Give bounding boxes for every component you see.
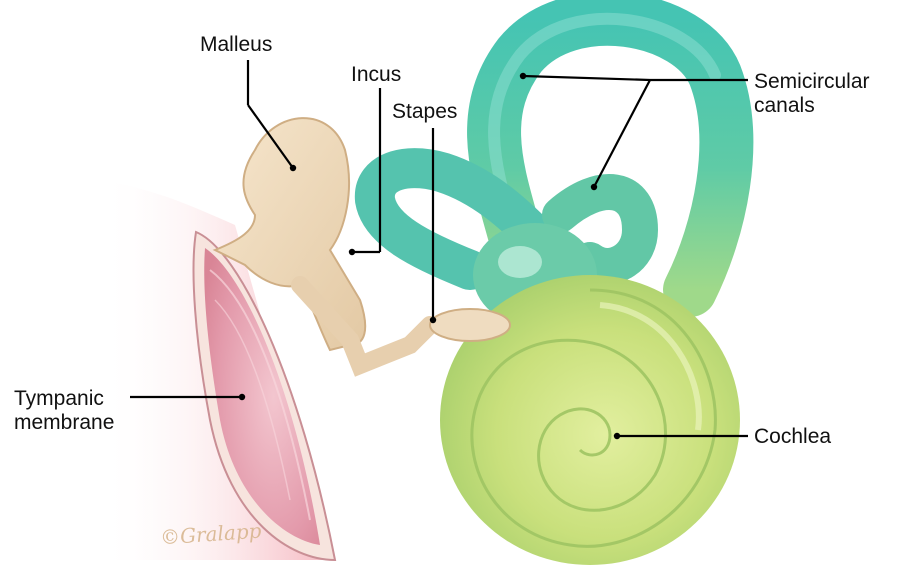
label-semicircular-line1: Semicircular — [754, 70, 870, 94]
label-malleus: Malleus — [200, 33, 272, 57]
label-stapes: Stapes — [392, 100, 457, 124]
label-tympanic-line2: membrane — [14, 411, 114, 435]
label-cochlea: Cochlea — [754, 425, 831, 449]
label-tympanic-membrane: Tympanic membrane — [14, 387, 114, 435]
label-incus: Incus — [351, 63, 401, 87]
label-semicircular-canals: Semicircular canals — [754, 70, 870, 118]
label-semicircular-line2: canals — [754, 94, 870, 118]
label-tympanic-line1: Tympanic — [14, 387, 114, 411]
